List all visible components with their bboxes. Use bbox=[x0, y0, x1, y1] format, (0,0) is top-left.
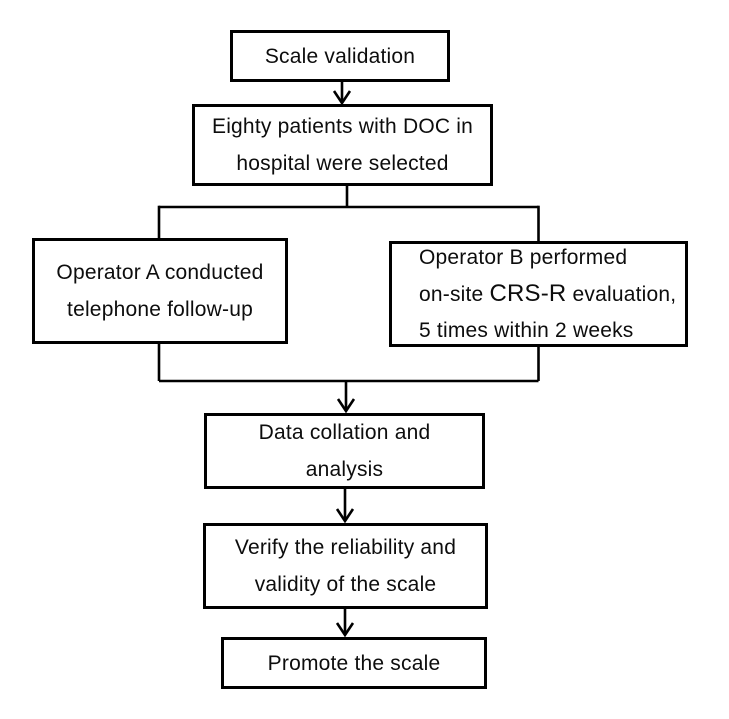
arrow-down-icon bbox=[332, 90, 352, 106]
flow-box-scale-validation: Scale validation bbox=[230, 30, 450, 82]
connector-scale-to-patients bbox=[332, 82, 352, 106]
flow-box-data-collation: Data collation and analysis bbox=[204, 413, 485, 489]
arrow-down-icon bbox=[335, 508, 355, 524]
flow-box-label: Operator A conducted bbox=[56, 261, 264, 284]
flow-box-label: Operator B performed bbox=[419, 245, 628, 269]
flow-box-label: Eighty patients with DOC in bbox=[211, 115, 473, 138]
connector-merge-to-data bbox=[157, 344, 540, 414]
crs-r-term: CRS-R bbox=[489, 279, 567, 307]
flow-box-patients-selected: Eighty patients with DOC in hospital wer… bbox=[192, 104, 493, 186]
flow-box-label: Promote the scale bbox=[267, 651, 441, 675]
connector-data-to-verify bbox=[335, 489, 355, 524]
flow-box-label: Verify the reliability and bbox=[234, 536, 457, 559]
flow-box-label: Data collation and bbox=[258, 421, 431, 444]
flow-box-verify-reliability: Verify the reliability and validity of t… bbox=[203, 523, 488, 609]
flow-box-label: telephone follow-up bbox=[67, 298, 253, 321]
arrow-down-icon bbox=[335, 622, 355, 638]
connector-verify-to-promote bbox=[335, 609, 355, 638]
flow-box-label-part: on-site bbox=[419, 282, 490, 306]
arrow-down-icon bbox=[336, 398, 356, 414]
flow-box-label: hospital were selected bbox=[236, 152, 449, 175]
flow-box-label: analysis bbox=[305, 458, 384, 481]
flow-box-label: validity of the scale bbox=[254, 573, 437, 596]
flow-box-operator-b: Operator B performed on-site CRS-R evalu… bbox=[389, 241, 688, 347]
flow-box-label: on-site CRS-R evaluation, bbox=[419, 276, 676, 313]
flow-box-label-part: evaluation, bbox=[566, 282, 677, 306]
flow-box-label: Scale validation bbox=[264, 44, 416, 68]
flow-box-label: 5 times within 2 weeks bbox=[419, 318, 634, 342]
connector-patients-split bbox=[157, 186, 540, 241]
flow-box-operator-a: Operator A conducted telephone follow-up bbox=[32, 238, 288, 344]
flow-box-promote-scale: Promote the scale bbox=[221, 637, 487, 689]
